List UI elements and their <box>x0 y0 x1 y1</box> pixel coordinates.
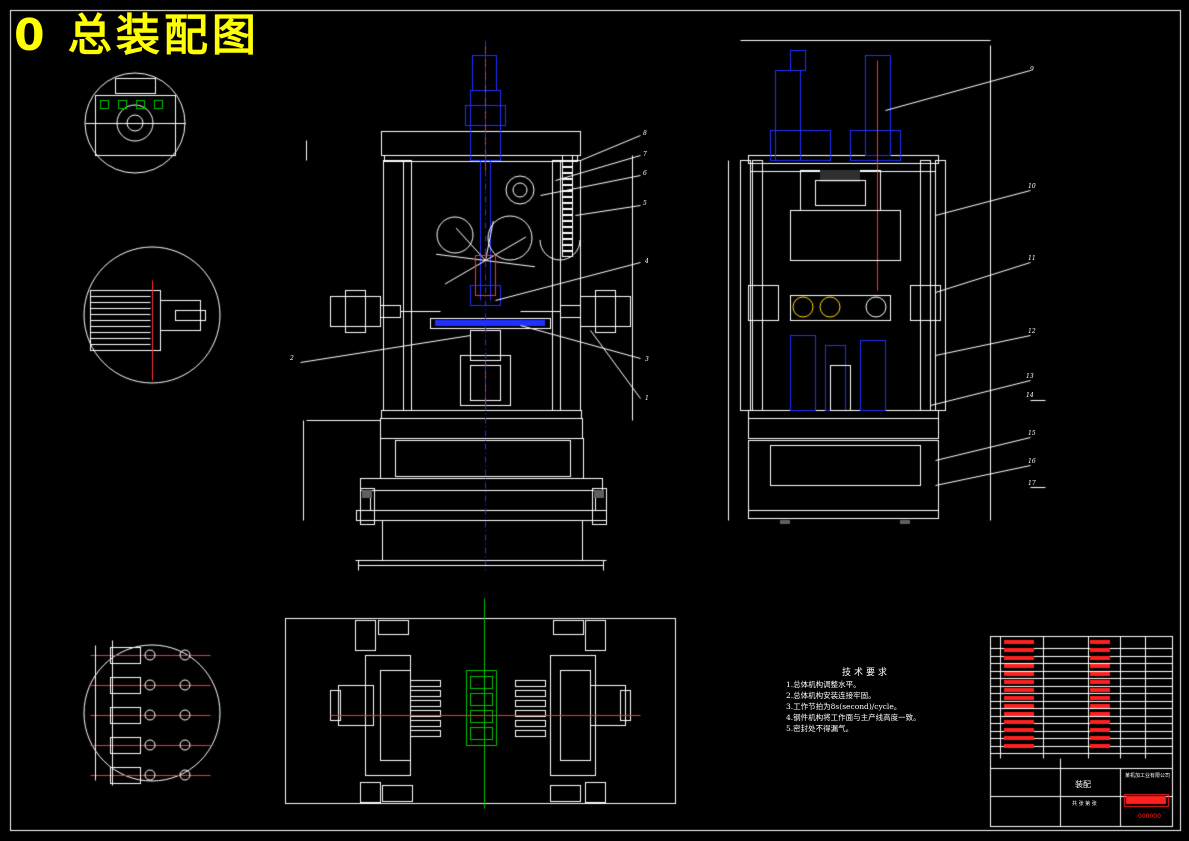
tech-req-item-1: 1.总体机构调整水平。 <box>786 680 861 689</box>
callout-front-2: 2 <box>290 355 294 362</box>
callout-side-14: 14 <box>1026 392 1034 399</box>
callout-side-15: 15 <box>1028 430 1036 437</box>
callout-side-17: 17 <box>1028 480 1036 487</box>
tech-req-heading: 技术要求 <box>841 668 890 678</box>
tech-req-item-5: 5.密封处不得漏气。 <box>786 724 854 733</box>
technical-requirements: 技术要求 1.总体机构调整水平。 2.总体机构安装连接牢固。 3.工作节拍为8s… <box>786 668 966 734</box>
drawing-title: 0 总装配图 <box>14 10 260 61</box>
callout-side-10: 10 <box>1028 183 1036 190</box>
callout-front-6: 6 <box>643 170 647 177</box>
tech-req-item-2: 2.总体机构安装连接牢固。 <box>786 691 876 700</box>
callout-side-12: 12 <box>1028 328 1036 335</box>
tech-req-item-4: 4.钢件机构将工作面与主产线高度一致。 <box>786 713 921 722</box>
callout-side-9: 9 <box>1030 66 1034 73</box>
callout-side-16: 16 <box>1028 458 1036 465</box>
callout-front-4: 4 <box>645 258 649 265</box>
callout-front-1: 1 <box>645 395 649 402</box>
title-block-sheet: 共 张 第 张 <box>1072 801 1097 807</box>
callout-side-13: 13 <box>1026 373 1034 380</box>
title-block-name: 装配 <box>1075 780 1091 789</box>
callout-front-7: 7 <box>643 151 647 158</box>
tech-req-item-3: 3.工作节拍为8s(second)/cycle。 <box>786 702 902 711</box>
callout-front-8: 8 <box>643 130 647 137</box>
title-block-drawing-no: 000000 <box>1138 813 1161 820</box>
callout-side-11: 11 <box>1028 255 1036 262</box>
callout-front-3: 3 <box>645 356 649 363</box>
title-block-company: 某机加工业有限公司 <box>1125 773 1171 779</box>
callout-front-5: 5 <box>643 200 647 207</box>
